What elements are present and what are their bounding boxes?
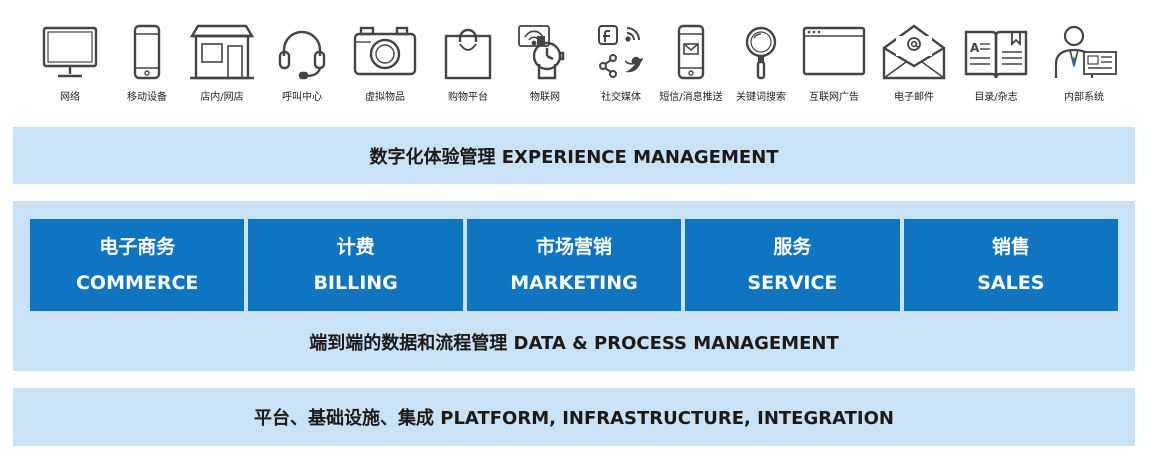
- channel-label: 关键词搜索: [736, 92, 786, 103]
- camera-icon: [353, 26, 417, 76]
- channel-label: 短信/消息推送: [659, 92, 723, 103]
- monitor-icon: [42, 26, 98, 78]
- module-en-label: BILLING: [313, 272, 398, 294]
- catalog-book-icon: A: [964, 30, 1028, 79]
- module-en-label: MARKETING: [510, 272, 638, 294]
- channel-store: 店内/网店: [184, 22, 260, 106]
- channel-label: 电子邮件: [894, 92, 934, 103]
- channel-call-center: 呼叫中心: [264, 22, 340, 106]
- svg-text:A: A: [970, 41, 980, 55]
- channel-social-media: 社交媒体: [583, 22, 659, 106]
- magnifier-icon: [745, 26, 777, 80]
- data-process-management-layer: 电子商务 COMMERCE 计费 BILLING 市场营销 MARKETING …: [13, 201, 1135, 371]
- channel-sms-push: 短信/消息推送: [653, 22, 729, 106]
- channel-email: 电子邮件: [876, 22, 952, 106]
- channel-label: 互联网广告: [809, 92, 859, 103]
- module-zh-label: 计费: [336, 235, 375, 258]
- channel-label: 购物平台: [448, 92, 488, 103]
- channel-internet-ads: 互联网广告: [796, 22, 872, 106]
- module-en-label: SERVICE: [747, 272, 838, 294]
- channel-label: 内部系统: [1064, 92, 1104, 103]
- channel-catalog: A 目录/杂志: [958, 22, 1034, 106]
- channel-internal-system: 内部系统: [1046, 22, 1122, 106]
- platform-infrastructure-layer: 平台、基础设施、集成 PLATFORM, INFRASTRUCTURE, INT…: [13, 388, 1135, 446]
- module-commerce: 电子商务 COMMERCE: [30, 219, 245, 311]
- email-envelope-icon: [882, 24, 946, 80]
- headset-icon: [278, 30, 326, 80]
- browser-ad-icon: [802, 26, 866, 76]
- channel-label: 虚拟物品: [365, 92, 405, 103]
- channel-label: 店内/网店: [200, 92, 244, 103]
- channel-label: 目录/杂志: [974, 92, 1018, 103]
- channel-icon-row: 网络 移动设备 店内/网店 呼叫中心: [0, 0, 1160, 112]
- store-icon: [189, 24, 255, 80]
- internal-system-icon: [1054, 25, 1117, 78]
- channel-label: 物联网: [530, 92, 560, 103]
- shopping-bag-icon: [444, 28, 492, 80]
- module-marketing: 市场营销 MARKETING: [466, 219, 682, 311]
- channel-label: 网络: [60, 92, 80, 103]
- channel-label: 呼叫中心: [282, 92, 322, 103]
- module-sales: 销售 SALES: [903, 219, 1119, 311]
- channel-virtual-goods: 虚拟物品: [347, 22, 423, 106]
- mobile-phone-icon: [133, 24, 161, 80]
- experience-management-label: 数字化体验管理 EXPERIENCE MANAGEMENT: [369, 146, 779, 168]
- channel-iot: 物联网: [507, 22, 583, 106]
- channel-shopping-platform: 购物平台: [430, 22, 506, 106]
- iot-wifi-watch-icon: [518, 25, 565, 80]
- module-zh-label: 电子商务: [99, 235, 176, 258]
- channel-keyword-search: 关键词搜索: [723, 22, 799, 106]
- platform-infrastructure-label: 平台、基础设施、集成 PLATFORM, INFRASTRUCTURE, INT…: [254, 408, 894, 429]
- module-zh-label: 市场营销: [536, 235, 613, 258]
- channel-label: 移动设备: [127, 92, 167, 103]
- sms-phone-icon: [677, 24, 705, 80]
- experience-management-layer: 数字化体验管理 EXPERIENCE MANAGEMENT: [13, 127, 1135, 184]
- module-zh-label: 服务: [773, 235, 812, 258]
- channel-label: 社交媒体: [601, 92, 641, 103]
- module-row: 电子商务 COMMERCE 计费 BILLING 市场营销 MARKETING …: [30, 219, 1119, 311]
- channel-mobile: 移动设备: [109, 22, 185, 106]
- module-en-label: COMMERCE: [75, 272, 199, 294]
- module-en-label: SALES: [977, 272, 1045, 294]
- channel-web: 网络: [32, 22, 108, 106]
- social-media-icon: [598, 25, 643, 78]
- data-process-management-label: 端到端的数据和流程管理 DATA & PROCESS MANAGEMENT: [309, 333, 839, 354]
- module-service: 服务 SERVICE: [685, 219, 900, 311]
- module-billing: 计费 BILLING: [248, 219, 463, 311]
- module-zh-label: 销售: [991, 235, 1030, 258]
